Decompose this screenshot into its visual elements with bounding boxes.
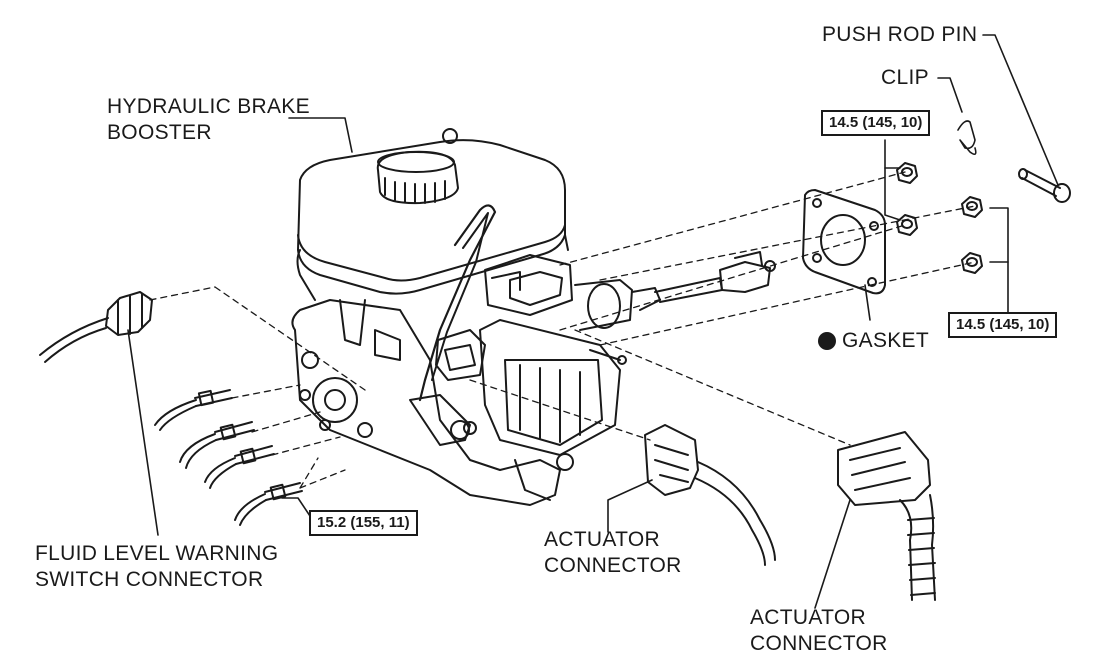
actuator-connector-b-part bbox=[837, 431, 936, 601]
label-push-rod-pin: PUSH ROD PIN bbox=[822, 23, 978, 46]
label-actuator-connector-b-line1: ACTUATOR bbox=[750, 606, 866, 629]
label-actuator-connector-a-line2: CONNECTOR bbox=[544, 554, 682, 577]
label-booster-line1: HYDRAULIC BRAKE bbox=[107, 95, 310, 118]
brake-line-fittings bbox=[154, 389, 303, 526]
non-reusable-dot-icon bbox=[818, 332, 836, 350]
label-actuator-connector-a-line1: ACTUATOR bbox=[544, 528, 660, 551]
label-booster-line2: BOOSTER bbox=[107, 121, 212, 144]
label-fluid-level-line1: FLUID LEVEL WARNING bbox=[35, 542, 279, 565]
reservoir-tank bbox=[297, 139, 566, 295]
label-fluid-level-line2: SWITCH CONNECTOR bbox=[35, 568, 264, 591]
torque-box-brake-lines: 15.2 (155, 11) bbox=[309, 510, 418, 536]
torque-box-lower-nuts: 14.5 (145, 10) bbox=[948, 312, 1058, 338]
fluid-level-connector-part bbox=[39, 291, 153, 363]
hydraulic-brake-booster bbox=[291, 128, 776, 506]
label-gasket: GASKET bbox=[842, 329, 929, 352]
torque-box-upper-nuts: 14.5 (145, 10) bbox=[821, 110, 931, 136]
mounting-nuts bbox=[896, 162, 983, 274]
clip-part bbox=[957, 120, 977, 156]
gasket-part bbox=[802, 189, 886, 295]
control-unit bbox=[479, 319, 621, 456]
fluid-tube bbox=[418, 204, 497, 402]
label-actuator-connector-b-line2: CONNECTOR bbox=[750, 632, 888, 655]
assembly-guide-lines bbox=[149, 171, 976, 489]
upper-connector-block bbox=[484, 254, 573, 316]
push-rod-pin-part bbox=[1018, 168, 1071, 203]
label-clip: CLIP bbox=[881, 66, 929, 89]
leader-lines bbox=[127, 34, 1059, 609]
actuator-connector-a-part bbox=[644, 424, 776, 566]
